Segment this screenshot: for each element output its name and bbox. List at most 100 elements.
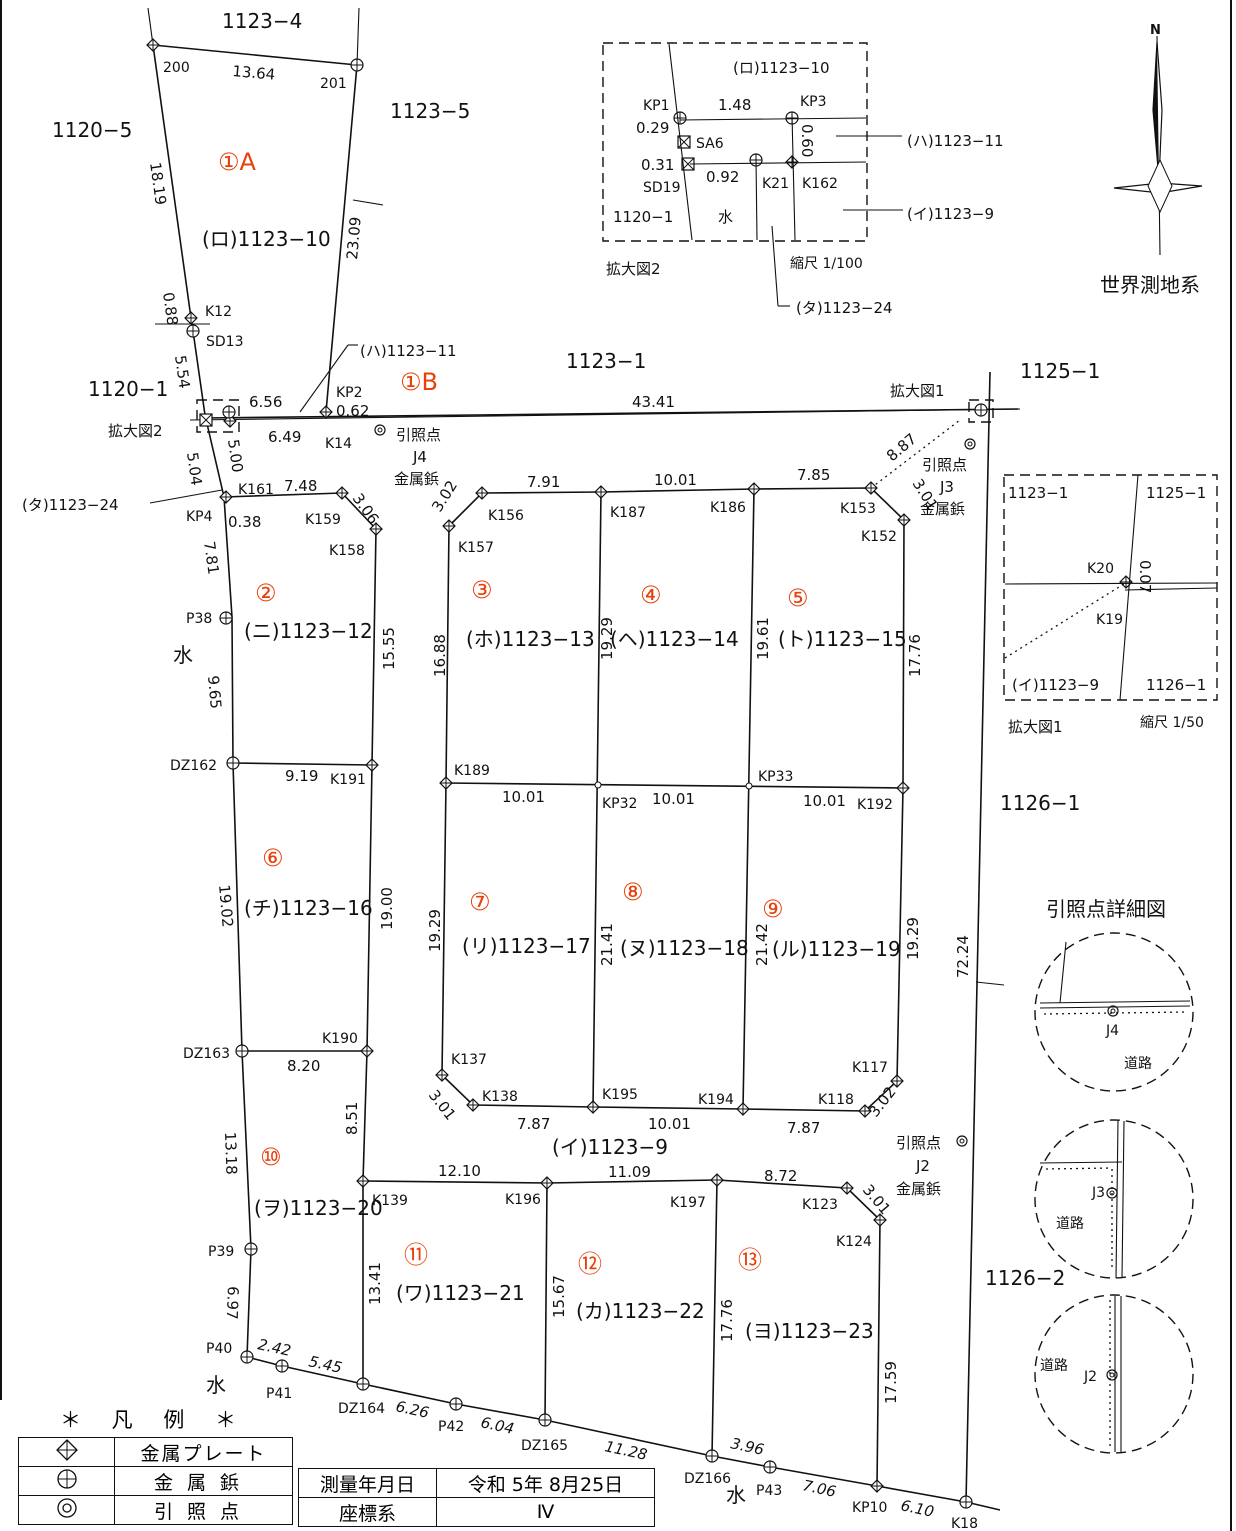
dist-15.67: 15.67: [550, 1275, 568, 1318]
pt-KP3: KP3: [800, 94, 827, 110]
dist-19.61: 19.61: [754, 617, 772, 660]
ref-j2-b: J2: [915, 1157, 930, 1175]
dist-0.62: 0.62: [336, 402, 369, 420]
callouts: (ハ)1123−11 (タ)1123−24 拡大図2 拡大図1: [22, 342, 945, 514]
distance-labels: 13.64 18.19 23.09 0.88 5.54 6.56 0.62 6.…: [146, 62, 972, 1521]
pt-K138: K138: [482, 1089, 518, 1105]
dist-5.54: 5.54: [171, 354, 193, 390]
inset2-1120-1: 1120−1: [613, 208, 673, 226]
dz165-rivet-icon: [538, 1413, 552, 1427]
k186-plate-icon: [747, 482, 761, 496]
dist-23.09: 23.09: [343, 216, 365, 260]
dist-6.04: 6.04: [479, 1413, 515, 1438]
p39-rivet-icon: [244, 1242, 258, 1256]
pt-K161: K161: [238, 482, 274, 498]
inset1-title: 拡大図1: [1008, 718, 1063, 736]
pt-P39: P39: [208, 1244, 234, 1260]
dist-19.29-b: 19.29: [426, 909, 444, 952]
pt-K196: K196: [505, 1192, 541, 1208]
ref-j4-a: 引照点: [396, 426, 441, 444]
pt-K152: K152: [861, 529, 897, 545]
ref-detail-j4: J4: [1105, 1023, 1119, 1039]
pt-KP1: KP1: [643, 98, 670, 114]
k162-plate-icon: [785, 155, 799, 169]
ref-j3-a: 引照点: [922, 456, 967, 474]
pt-K153: K153: [840, 501, 876, 517]
ref-symbol-icon: [18, 1495, 115, 1525]
marker-13: ⑬: [738, 1246, 762, 1274]
parcel-ka: (カ)1123−22: [576, 1299, 705, 1323]
pt-K18: K18: [951, 1516, 978, 1531]
inset2-title: 拡大図2: [606, 260, 661, 278]
callout-ha: (ハ)1123−11: [360, 342, 457, 360]
j3-ref-icon: [964, 438, 976, 450]
k197-plate-icon: [710, 1173, 724, 1187]
inset2-ha: (ハ)1123−11: [907, 132, 1004, 150]
marker-1A: ①A: [218, 148, 257, 176]
k191-plate-icon: [365, 758, 379, 772]
ref-j3-c: 金属鋲: [920, 500, 965, 518]
pt-DZ165: DZ165: [521, 1438, 568, 1454]
kp32-point-icon: [594, 781, 602, 789]
sa6main-box-icon: [199, 413, 213, 427]
p43-rivet-icon: [763, 1460, 777, 1474]
k189-plate-icon: [439, 776, 453, 790]
pt-K123: K123: [802, 1197, 838, 1213]
marker-8: ⑧: [622, 878, 644, 906]
k161-plate-icon: [219, 490, 233, 504]
dist-13.64: 13.64: [232, 62, 276, 84]
parcel-1123-5: 1123−5: [390, 99, 470, 123]
marker-2: ②: [255, 579, 277, 607]
p200-plate-icon: [146, 38, 160, 52]
dz166-rivet-icon: [705, 1449, 719, 1463]
dist-0.38: 0.38: [228, 513, 261, 531]
p41-rivet-icon: [275, 1359, 289, 1373]
dist-19.29-a: 19.29: [598, 617, 616, 660]
dist-6.49: 6.49: [268, 428, 301, 446]
k159-plate-icon: [335, 486, 349, 500]
legend-title: ＊ 凡 例 ＊: [60, 1408, 249, 1432]
marker-6: ⑥: [262, 844, 284, 872]
plate-symbol-icon: [18, 1437, 115, 1467]
marker-7: ⑦: [469, 888, 491, 916]
p40-rivet-icon: [240, 1350, 254, 1364]
pt-DZ163: DZ163: [183, 1046, 230, 1062]
dist-18.19: 18.19: [146, 161, 170, 206]
pt-K19: K19: [1096, 612, 1123, 628]
dist-10.01-b: 10.01: [502, 788, 545, 806]
dist-6.56: 6.56: [249, 393, 282, 411]
inset2-i: (イ)1123−9: [907, 205, 994, 223]
inset2-ro: (ロ)1123−10: [733, 59, 830, 77]
dist-8.20: 8.20: [287, 1057, 320, 1075]
dist-0.92: 0.92: [706, 168, 739, 186]
ref-detail-road-3: 道路: [1040, 1358, 1068, 1374]
water-1: 水: [173, 643, 193, 667]
dist-21.42: 21.42: [753, 923, 771, 966]
dist-10.01-e: 10.01: [648, 1115, 691, 1133]
survey-date-label: 測量年月日: [298, 1468, 437, 1498]
parcel-to: (ト)1123−15: [778, 627, 907, 651]
legend-rivet: 金属鋲: [114, 1466, 293, 1496]
pt-SD13: SD13: [206, 334, 243, 350]
k123-plate-icon: [840, 1181, 854, 1195]
rivet-symbol-icon: [18, 1466, 115, 1496]
dist-0.88: 0.88: [159, 291, 181, 327]
inset1-c: (イ)1123−9: [1012, 676, 1099, 694]
dist-2.42: 2.42: [256, 1335, 292, 1360]
pt-K194: K194: [698, 1092, 734, 1108]
survey-date: 令和 5年 8月25日: [435, 1468, 656, 1498]
parcel-1120-5: 1120−5: [52, 118, 132, 142]
pt-K190: K190: [322, 1031, 358, 1047]
parcel-1125-1: 1125−1: [1020, 359, 1100, 383]
marker-3: ③: [471, 576, 493, 604]
dist-10.01-d: 10.01: [803, 792, 846, 810]
dist-5.00: 5.00: [224, 438, 246, 474]
inset2-bracket: [196, 399, 240, 433]
legend-ref: 引照点: [114, 1495, 293, 1525]
pt-K197: K197: [670, 1195, 706, 1211]
dist-7.91: 7.91: [527, 473, 560, 491]
pt-K139: K139: [372, 1193, 408, 1209]
ref-points: 引照点 J4 金属鋲 引照点 J3 金属鋲 引照点 J2 金属鋲: [394, 426, 967, 1198]
ref-j3-b: J3: [939, 478, 954, 496]
